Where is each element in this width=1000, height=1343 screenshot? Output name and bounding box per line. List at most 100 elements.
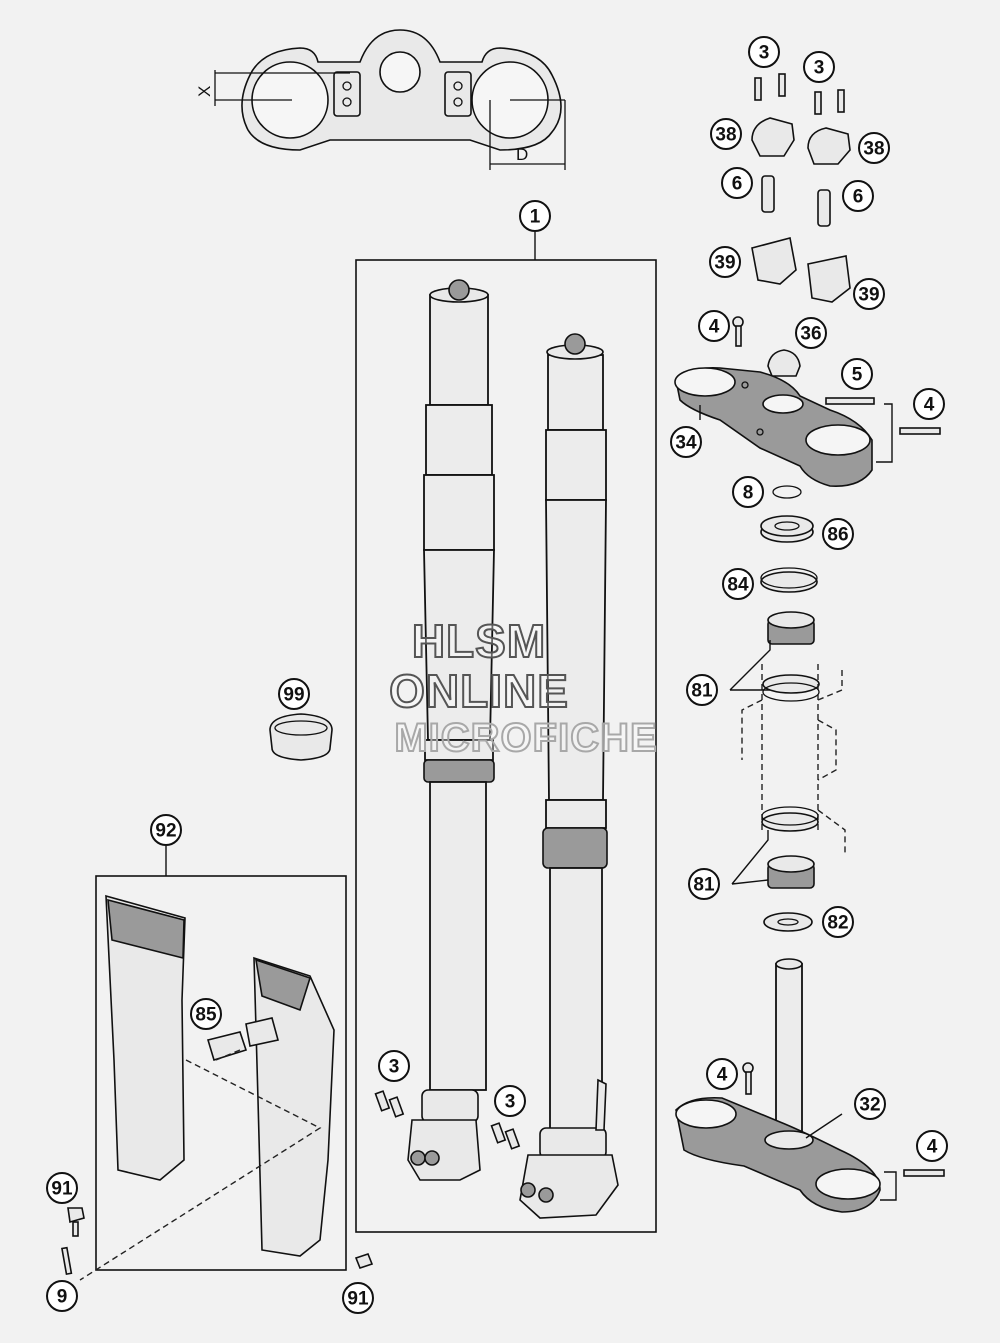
callout-number: 4 [717, 1065, 728, 1086]
callout-circle [686, 674, 718, 706]
callout-82: 82 [822, 906, 854, 938]
callout-number: 8 [743, 483, 754, 504]
left-fork-leg [407, 279, 495, 1181]
callout-number: 39 [858, 285, 879, 306]
callout-39a: 39 [709, 246, 741, 278]
callout-5: 5 [841, 358, 873, 390]
callout-38a: 38 [710, 118, 742, 150]
callout-circle [278, 678, 310, 710]
callout-number: 84 [727, 575, 749, 596]
callout-circle [709, 246, 741, 278]
callout-4d: 4 [916, 1130, 948, 1162]
callout-number: 82 [827, 913, 848, 934]
callout-circle [190, 998, 222, 1030]
callout-3a: 3 [748, 36, 780, 68]
upper-triple-clamp [674, 366, 873, 487]
callout-circle [710, 118, 742, 150]
callout-34: 34 [670, 426, 702, 458]
leader-81a [729, 640, 771, 691]
dimension-d-label: D [516, 145, 528, 164]
callout-number: 6 [853, 187, 864, 208]
callout-number: 92 [155, 821, 176, 842]
callout-32: 32 [854, 1088, 886, 1120]
callout-circle [853, 278, 885, 310]
callout-circle [519, 200, 551, 232]
callout-circle [706, 1058, 738, 1090]
triple-clamp-dimension-view: X D [195, 29, 566, 170]
callout-circle [748, 36, 780, 68]
callout-86: 86 [822, 518, 854, 550]
callout-91b: 91 [342, 1282, 374, 1314]
callout-81a: 81 [686, 674, 718, 706]
callout-number: 4 [924, 395, 935, 416]
dimension-x-label: X [195, 86, 214, 97]
callout-circle [841, 358, 873, 390]
callout-number: 4 [927, 1137, 938, 1158]
callout-number: 81 [691, 681, 713, 702]
callout-91a: 91 [46, 1172, 78, 1204]
callout-number: 91 [51, 1179, 73, 1200]
callout-circle [670, 426, 702, 458]
callout-6a: 6 [721, 167, 753, 199]
callout-9: 9 [46, 1280, 78, 1312]
callout-39b: 39 [853, 278, 885, 310]
right-fork-leg [519, 333, 619, 1219]
callout-circle [342, 1282, 374, 1314]
leader-4b [699, 403, 893, 463]
callout-number: 85 [195, 1005, 217, 1026]
callout-circle [378, 1050, 410, 1082]
callout-36: 36 [795, 317, 827, 349]
callout-number: 3 [505, 1092, 516, 1113]
callout-4a: 4 [698, 310, 730, 342]
callout-number: 3 [389, 1057, 400, 1078]
callout-circle [721, 167, 753, 199]
callout-circle [46, 1280, 78, 1312]
callout-circle [913, 388, 945, 420]
callout-circle [795, 317, 827, 349]
frame-head-outline [741, 664, 846, 856]
lower-triple-clamp [675, 958, 945, 1213]
fork-assembly-frame [355, 259, 657, 1233]
callout-3d: 3 [494, 1085, 526, 1117]
callout-circle [916, 1130, 948, 1162]
callout-number: 36 [800, 324, 821, 345]
callout-6b: 6 [842, 180, 874, 212]
callout-3b: 3 [803, 51, 835, 83]
callout-circle [854, 1088, 886, 1120]
callout-circle [732, 476, 764, 508]
callout-85: 85 [190, 998, 222, 1030]
callout-number: 38 [863, 139, 884, 160]
callout-circle [150, 814, 182, 846]
lower-bearing-parts [761, 806, 819, 932]
fork-guards [79, 894, 335, 1281]
callout-8: 8 [732, 476, 764, 508]
callout-circle [803, 51, 835, 83]
leader-81b [731, 830, 769, 885]
fork-clamp-bolts [374, 1090, 521, 1150]
callout-circle [494, 1085, 526, 1117]
callout-4c: 4 [706, 1058, 738, 1090]
steering-bearing-parts [760, 485, 820, 702]
callout-84: 84 [722, 568, 754, 600]
callout-number: 99 [283, 685, 304, 706]
callout-number: 9 [57, 1287, 68, 1308]
callout-number: 34 [675, 433, 697, 454]
callout-number: 91 [347, 1289, 369, 1310]
callout-number: 6 [732, 174, 743, 195]
callout-circle [46, 1172, 78, 1204]
callout-92: 92 [150, 814, 182, 846]
fork-seal-ring [269, 713, 333, 761]
callout-4b: 4 [913, 388, 945, 420]
handlebar-clamp-parts [732, 73, 941, 435]
callout-circle [842, 180, 874, 212]
callout-number: 3 [759, 43, 770, 64]
leader-4d [880, 1171, 897, 1201]
callout-circle [822, 518, 854, 550]
callout-number: 5 [852, 365, 863, 386]
callout-number: 38 [715, 125, 736, 146]
callout-3c: 3 [378, 1050, 410, 1082]
callout-number: 39 [714, 253, 735, 274]
